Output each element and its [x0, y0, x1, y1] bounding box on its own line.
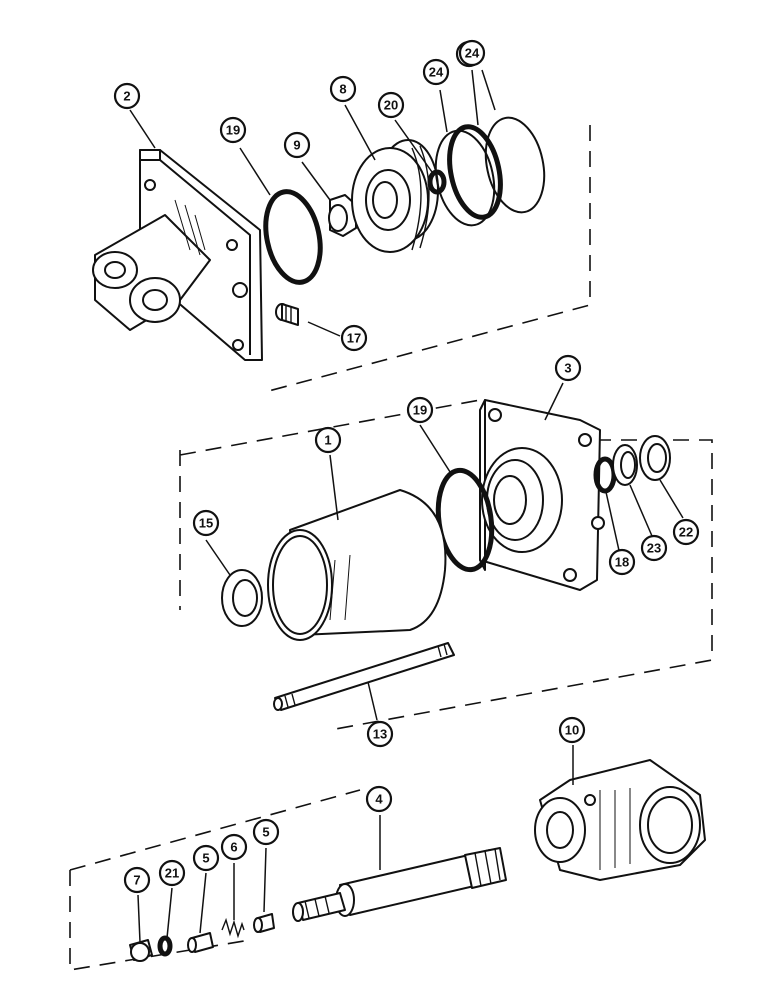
callout-7: 7 — [123, 866, 151, 894]
callout-1: 1 — [314, 426, 342, 454]
o-ring-part-19-top — [263, 189, 323, 285]
callout-8: 8 — [329, 75, 357, 103]
callout-label: 1 — [324, 433, 331, 448]
wiper-part-22 — [639, 435, 671, 481]
callout-23: 23 — [640, 534, 668, 562]
poppet-part-5-right — [253, 913, 275, 933]
group-outline-bottom — [69, 789, 361, 971]
callout-21: 21 — [158, 859, 186, 887]
callout-3: 3 — [554, 354, 582, 382]
ring-part-20 — [427, 169, 447, 195]
callout-5-left: 5 — [192, 844, 220, 872]
cylinder-barrel-part-1 — [267, 489, 447, 641]
backup-ring-part-24-right — [484, 116, 546, 214]
spring-part-6 — [221, 917, 245, 939]
callout-2: 2 — [113, 82, 141, 110]
leader-lines — [129, 69, 684, 943]
callout-19-middle: 19 — [406, 396, 434, 424]
ring-part-21 — [157, 935, 173, 957]
callout-20: 20 — [377, 91, 405, 119]
callout-label: 19 — [413, 403, 427, 418]
callout-22: 22 — [672, 518, 700, 546]
seal-part-15 — [221, 569, 263, 627]
callout-label: 18 — [615, 555, 629, 570]
callout-15: 15 — [192, 509, 220, 537]
callout-label: 15 — [199, 516, 213, 531]
rod-eye-part-10 — [534, 759, 706, 881]
callout-label: 8 — [339, 82, 346, 97]
callout-5-right: 5 — [252, 818, 280, 846]
callout-24-left: 24 — [422, 58, 450, 86]
callout-label: 13 — [373, 727, 387, 742]
cylinder-head-part-3 — [479, 399, 605, 591]
o-ring-part-19-center — [447, 124, 503, 220]
callout-4: 4 — [365, 785, 393, 813]
callout-label: 5 — [202, 851, 209, 866]
bushing-part-23 — [612, 444, 638, 486]
callout-13: 13 — [366, 720, 394, 748]
end-cap-bracket-part-2 — [92, 149, 263, 361]
callout-6: 6 — [220, 833, 248, 861]
callout-label: 24 — [465, 46, 480, 61]
callout-label: 21 — [165, 866, 179, 881]
callout-24-top: 24 — [458, 39, 486, 67]
callout-label: 23 — [647, 541, 661, 556]
callout-label: 5 — [262, 825, 269, 840]
callout-label: 6 — [230, 840, 237, 855]
callout-label: 17 — [347, 331, 361, 346]
callout-label: 20 — [384, 98, 398, 113]
callout-label: 3 — [564, 361, 571, 376]
callout-17: 17 — [340, 324, 368, 352]
callout-label: 19 — [226, 123, 240, 138]
callout-18: 18 — [608, 548, 636, 576]
poppet-part-5-left — [187, 932, 214, 953]
callout-label: 24 — [429, 65, 444, 80]
callout-9: 9 — [283, 131, 311, 159]
callout-label: 22 — [679, 525, 693, 540]
piston-part-8 — [351, 139, 439, 253]
tie-rod-part-13 — [273, 642, 455, 711]
plug-part-17 — [275, 303, 299, 326]
cap-part-7 — [129, 939, 153, 962]
group-outline-top — [264, 125, 591, 393]
callout-10: 10 — [558, 716, 586, 744]
callout-label: 2 — [123, 89, 130, 104]
nut-part-9 — [328, 194, 357, 237]
callout-19: 19 — [219, 116, 247, 144]
callout-label: 10 — [565, 723, 579, 738]
callout-label: 4 — [375, 792, 383, 807]
callout-label: 7 — [133, 873, 140, 888]
piston-rod-part-4 — [292, 847, 507, 922]
callout-label: 9 — [293, 138, 300, 153]
